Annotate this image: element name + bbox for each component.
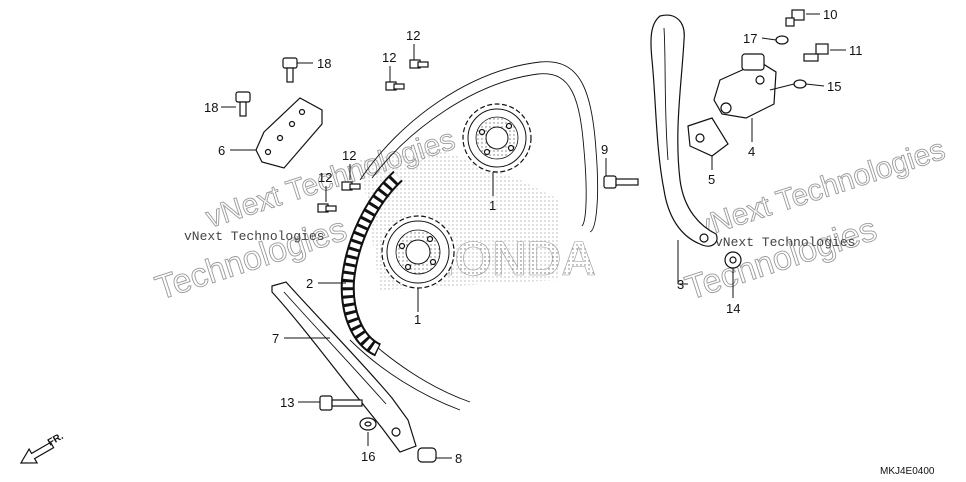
- watermark-right: vNext Technologies Technologies vNext Te…: [680, 133, 949, 308]
- bolt-10: [785, 9, 805, 27]
- bolt-12-c: [341, 181, 361, 191]
- bolt-12-a: [409, 59, 429, 69]
- diagram-code: MKJ4E0400: [880, 466, 935, 477]
- cam-sprocket-lower: [381, 215, 455, 289]
- callout-14: 14: [726, 301, 740, 316]
- bolt-12-b: [385, 81, 405, 91]
- callout-10: 10: [823, 7, 837, 22]
- bolt-18-upper: [282, 57, 298, 83]
- bolt-13: [319, 395, 363, 411]
- callout-17: 17: [743, 31, 757, 46]
- callout-3: 3: [677, 277, 684, 292]
- callout-9: 9: [601, 142, 608, 157]
- bolt-9: [603, 175, 639, 189]
- sealing-washer-17: [775, 35, 789, 45]
- bolt-11: [803, 43, 829, 62]
- chain-guide: [271, 281, 417, 453]
- callout-4: 4: [748, 144, 755, 159]
- bolt-18-lower: [235, 91, 251, 117]
- front-marker-label: FR.: [46, 431, 66, 449]
- washer-14: [724, 251, 742, 269]
- callout-1-lower: 1: [414, 312, 421, 327]
- washer-15: [793, 79, 807, 89]
- callout-12-b: 12: [382, 50, 396, 65]
- bolt-12-d: [317, 203, 337, 213]
- callout-11: 11: [849, 43, 863, 58]
- watermark-small-right: vNext Technologies: [715, 235, 855, 250]
- callout-6: 6: [218, 143, 225, 158]
- cam-sprocket-upper: [462, 103, 532, 173]
- tensioner-arm: [650, 14, 718, 247]
- callout-16: 16: [361, 449, 375, 464]
- callout-1-upper: 1: [489, 198, 496, 213]
- callout-12-c: 12: [342, 148, 356, 163]
- callout-labels: 18 18 6 12 12 12 12 1 1 2 7 13 16 8 9 3 …: [204, 7, 863, 466]
- tensioner-lifter: [713, 53, 777, 119]
- callout-18-lower: 18: [204, 100, 218, 115]
- callout-15: 15: [827, 79, 841, 94]
- cam-chain-part: [340, 170, 403, 357]
- washer-16: [359, 417, 377, 431]
- front-direction-marker: FR.: [19, 431, 66, 464]
- callout-13: 13: [280, 395, 294, 410]
- callout-7: 7: [272, 331, 279, 346]
- callout-18-upper: 18: [317, 56, 331, 71]
- callout-12-a: 12: [406, 28, 420, 43]
- collar-8: [417, 447, 437, 463]
- callout-5: 5: [708, 172, 715, 187]
- chain-guide-bracket: [255, 97, 323, 169]
- leader-lines: [221, 13, 846, 459]
- callout-12-d: 12: [318, 170, 332, 185]
- callout-8: 8: [455, 451, 462, 466]
- callout-2: 2: [306, 276, 313, 291]
- watermark-line2-left: Technologies: [151, 210, 352, 307]
- gasket-5: [687, 117, 729, 157]
- watermark-small-left: vNext Technologies: [184, 229, 324, 244]
